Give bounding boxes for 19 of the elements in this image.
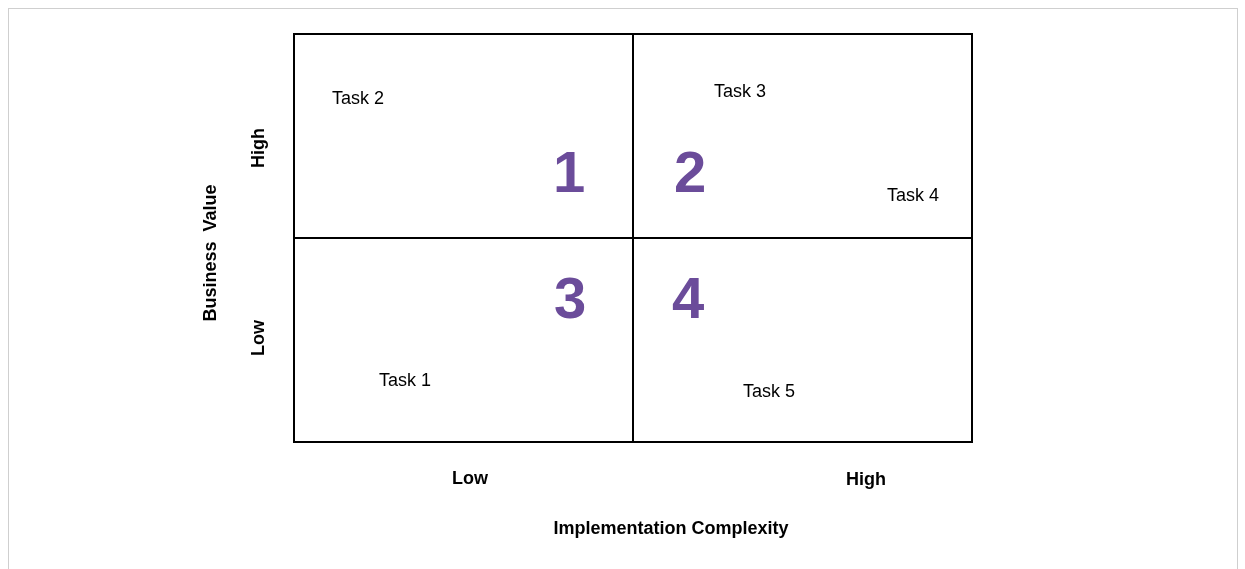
axis-title: Implementation Complexity <box>553 516 789 540</box>
quadrant-box <box>293 237 634 443</box>
task-label: Task 2 <box>332 87 385 110</box>
task-label: Task 5 <box>743 380 796 403</box>
task-label: Task 1 <box>379 369 432 392</box>
axis-label: Low <box>246 320 269 356</box>
axis-label: High <box>246 128 269 168</box>
quadrant-number: 4 <box>672 269 705 327</box>
axis-label: High <box>846 467 886 491</box>
quadrant-number: 3 <box>554 269 587 327</box>
axis-label: Low <box>452 466 488 490</box>
axis-title: Business Value <box>198 184 221 322</box>
task-label: Task 3 <box>714 80 767 103</box>
quadrant-box <box>293 33 634 239</box>
quadrant-box <box>632 33 973 239</box>
task-label: Task 4 <box>887 184 940 207</box>
quadrant-number: 1 <box>553 143 586 201</box>
quadrant-box <box>632 237 973 443</box>
quadrant-number: 2 <box>674 143 707 201</box>
